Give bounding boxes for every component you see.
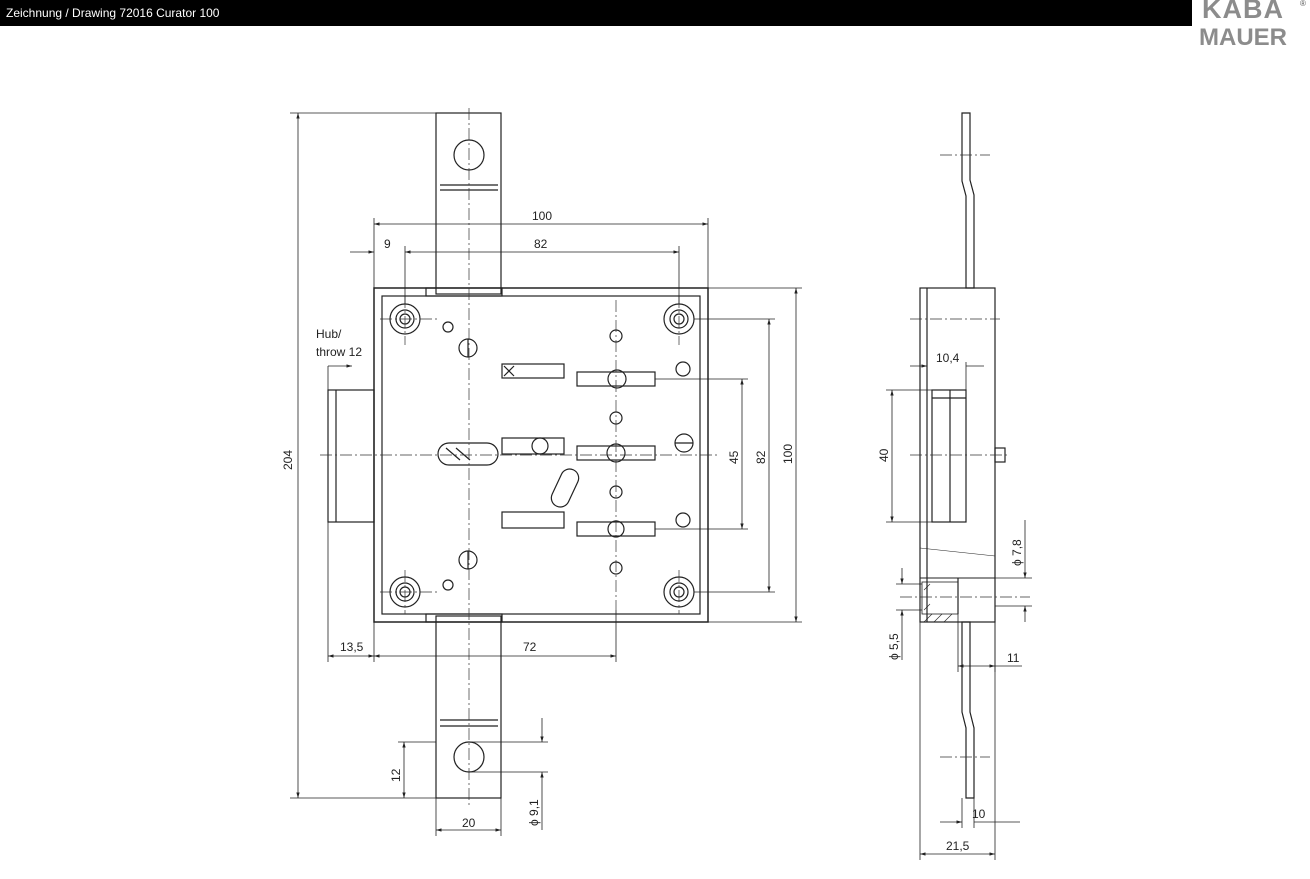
dim-side-dia-5-5: ϕ 5,5	[887, 633, 901, 660]
side-centerlines	[900, 154, 1030, 758]
dim-bolt-hole-dia: ϕ 9,1	[527, 799, 541, 826]
side-bolt	[327, 389, 375, 523]
dim-bolt-width: 20	[462, 816, 476, 830]
dim-backset: 72	[523, 640, 537, 654]
side-dimension-lines	[886, 362, 1032, 860]
side-bottom-bolt	[961, 621, 975, 799]
dim-overall-width: 100	[532, 209, 552, 223]
front-centerlines	[320, 108, 720, 808]
dim-side-11: 11	[1007, 651, 1020, 665]
label-throw: throw 12	[316, 345, 362, 359]
dim-side-10-4: 10,4	[936, 351, 960, 365]
dim-side-10: 10	[972, 807, 986, 821]
bottom-bolt	[435, 615, 502, 799]
front-view	[327, 112, 709, 799]
dim-bolt-hole-offset: 12	[389, 768, 403, 782]
front-dimension-lines	[290, 112, 802, 836]
top-bolt	[435, 112, 502, 295]
kaba-mauer-logo: KABA ® MAUER	[1196, 0, 1310, 52]
drawing-title: Zeichnung / Drawing 72016 Curator 100	[6, 6, 220, 20]
dim-side-21-5: 21,5	[946, 839, 970, 853]
dim-side-dia-7-8: ϕ 7,8	[1010, 539, 1024, 566]
dimension-labels: 100 9 82 204 Hub/ throw 12 45 82 100 13,…	[281, 209, 1024, 853]
dim-vert-82: 82	[754, 450, 768, 464]
logo-line1: KABA	[1202, 0, 1284, 24]
dim-vert-100: 100	[781, 444, 795, 464]
dim-height-total: 204	[281, 450, 295, 470]
logo-line2: MAUER	[1199, 24, 1287, 51]
dim-side-40: 40	[877, 448, 891, 462]
side-top-bolt	[961, 112, 975, 289]
dim-hole-spacing: 82	[534, 237, 548, 251]
title-bar: Zeichnung / Drawing 72016 Curator 100	[0, 0, 1192, 26]
label-hub: Hub/	[316, 327, 342, 341]
dim-vert-45: 45	[727, 450, 741, 464]
side-view	[919, 112, 1006, 799]
logo-registered-mark: ®	[1300, 0, 1306, 8]
mounting-holes	[389, 303, 695, 608]
dim-backset-left: 13,5	[340, 640, 364, 654]
dim-offset: 9	[384, 237, 391, 251]
